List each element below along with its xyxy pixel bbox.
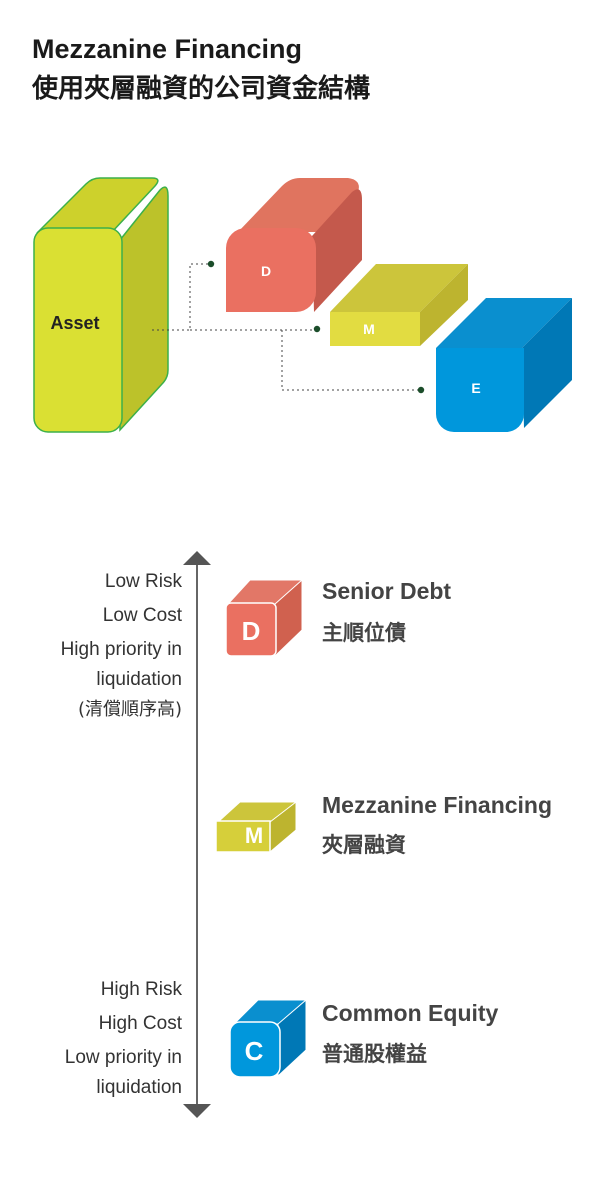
senior-debt-subtitle: 主順位債 [322, 621, 406, 645]
debt-block-label: D [261, 263, 271, 279]
equity-block-label: E [471, 380, 480, 396]
scale-bottom-labels: High Risk High Cost Low priority in liqu… [65, 975, 182, 1103]
risk-scale-arrow [183, 551, 211, 1118]
scale-label-liquidation-top: liquidation [96, 669, 182, 690]
mezzanine-block-label: M [363, 321, 375, 337]
scale-label-liquidation-zh: (清償順序高) [77, 699, 182, 720]
common-equity-icon-letter: C [245, 1036, 264, 1066]
common-equity-subtitle: 普通股權益 [322, 1042, 427, 1066]
common-equity-title: Common Equity [322, 1000, 499, 1026]
mezzanine-subtitle: 夾層融資 [322, 833, 406, 857]
mezzanine-block: M [330, 264, 468, 346]
senior-debt-icon-letter: D [242, 616, 261, 646]
senior-debt-icon: D [225, 578, 304, 658]
debt-block: D [226, 178, 362, 312]
senior-debt-title: Senior Debt [322, 578, 452, 604]
scale-label-low-priority: Low priority in [64, 1047, 182, 1068]
mezzanine-icon: M [215, 800, 298, 854]
scale-top-labels: Low Risk Low Cost High priority in liqui… [61, 567, 182, 725]
connector-dots [207, 260, 425, 394]
asset-label: Asset [50, 313, 99, 333]
connector-lines [152, 263, 420, 391]
scale-label-low-cost: Low Cost [102, 605, 182, 626]
page-subtitle: 使用夾層融資的公司資金結構 [32, 74, 371, 104]
equity-block: E [436, 298, 572, 432]
mezzanine-title: Mezzanine Financing [322, 792, 553, 818]
scale-label-liquidation-bottom: liquidation [96, 1077, 182, 1098]
page-title: Mezzanine Financing [32, 34, 303, 64]
scale-label-high-cost: High Cost [98, 1013, 182, 1034]
scale-label-high-risk: High Risk [100, 979, 182, 1000]
scale-label-low-risk: Low Risk [104, 571, 182, 592]
asset-block: Asset [33, 177, 169, 433]
scale-label-high-priority: High priority in [60, 639, 182, 660]
common-equity-icon: C [229, 998, 308, 1078]
mezzanine-icon-letter: M [245, 823, 263, 848]
